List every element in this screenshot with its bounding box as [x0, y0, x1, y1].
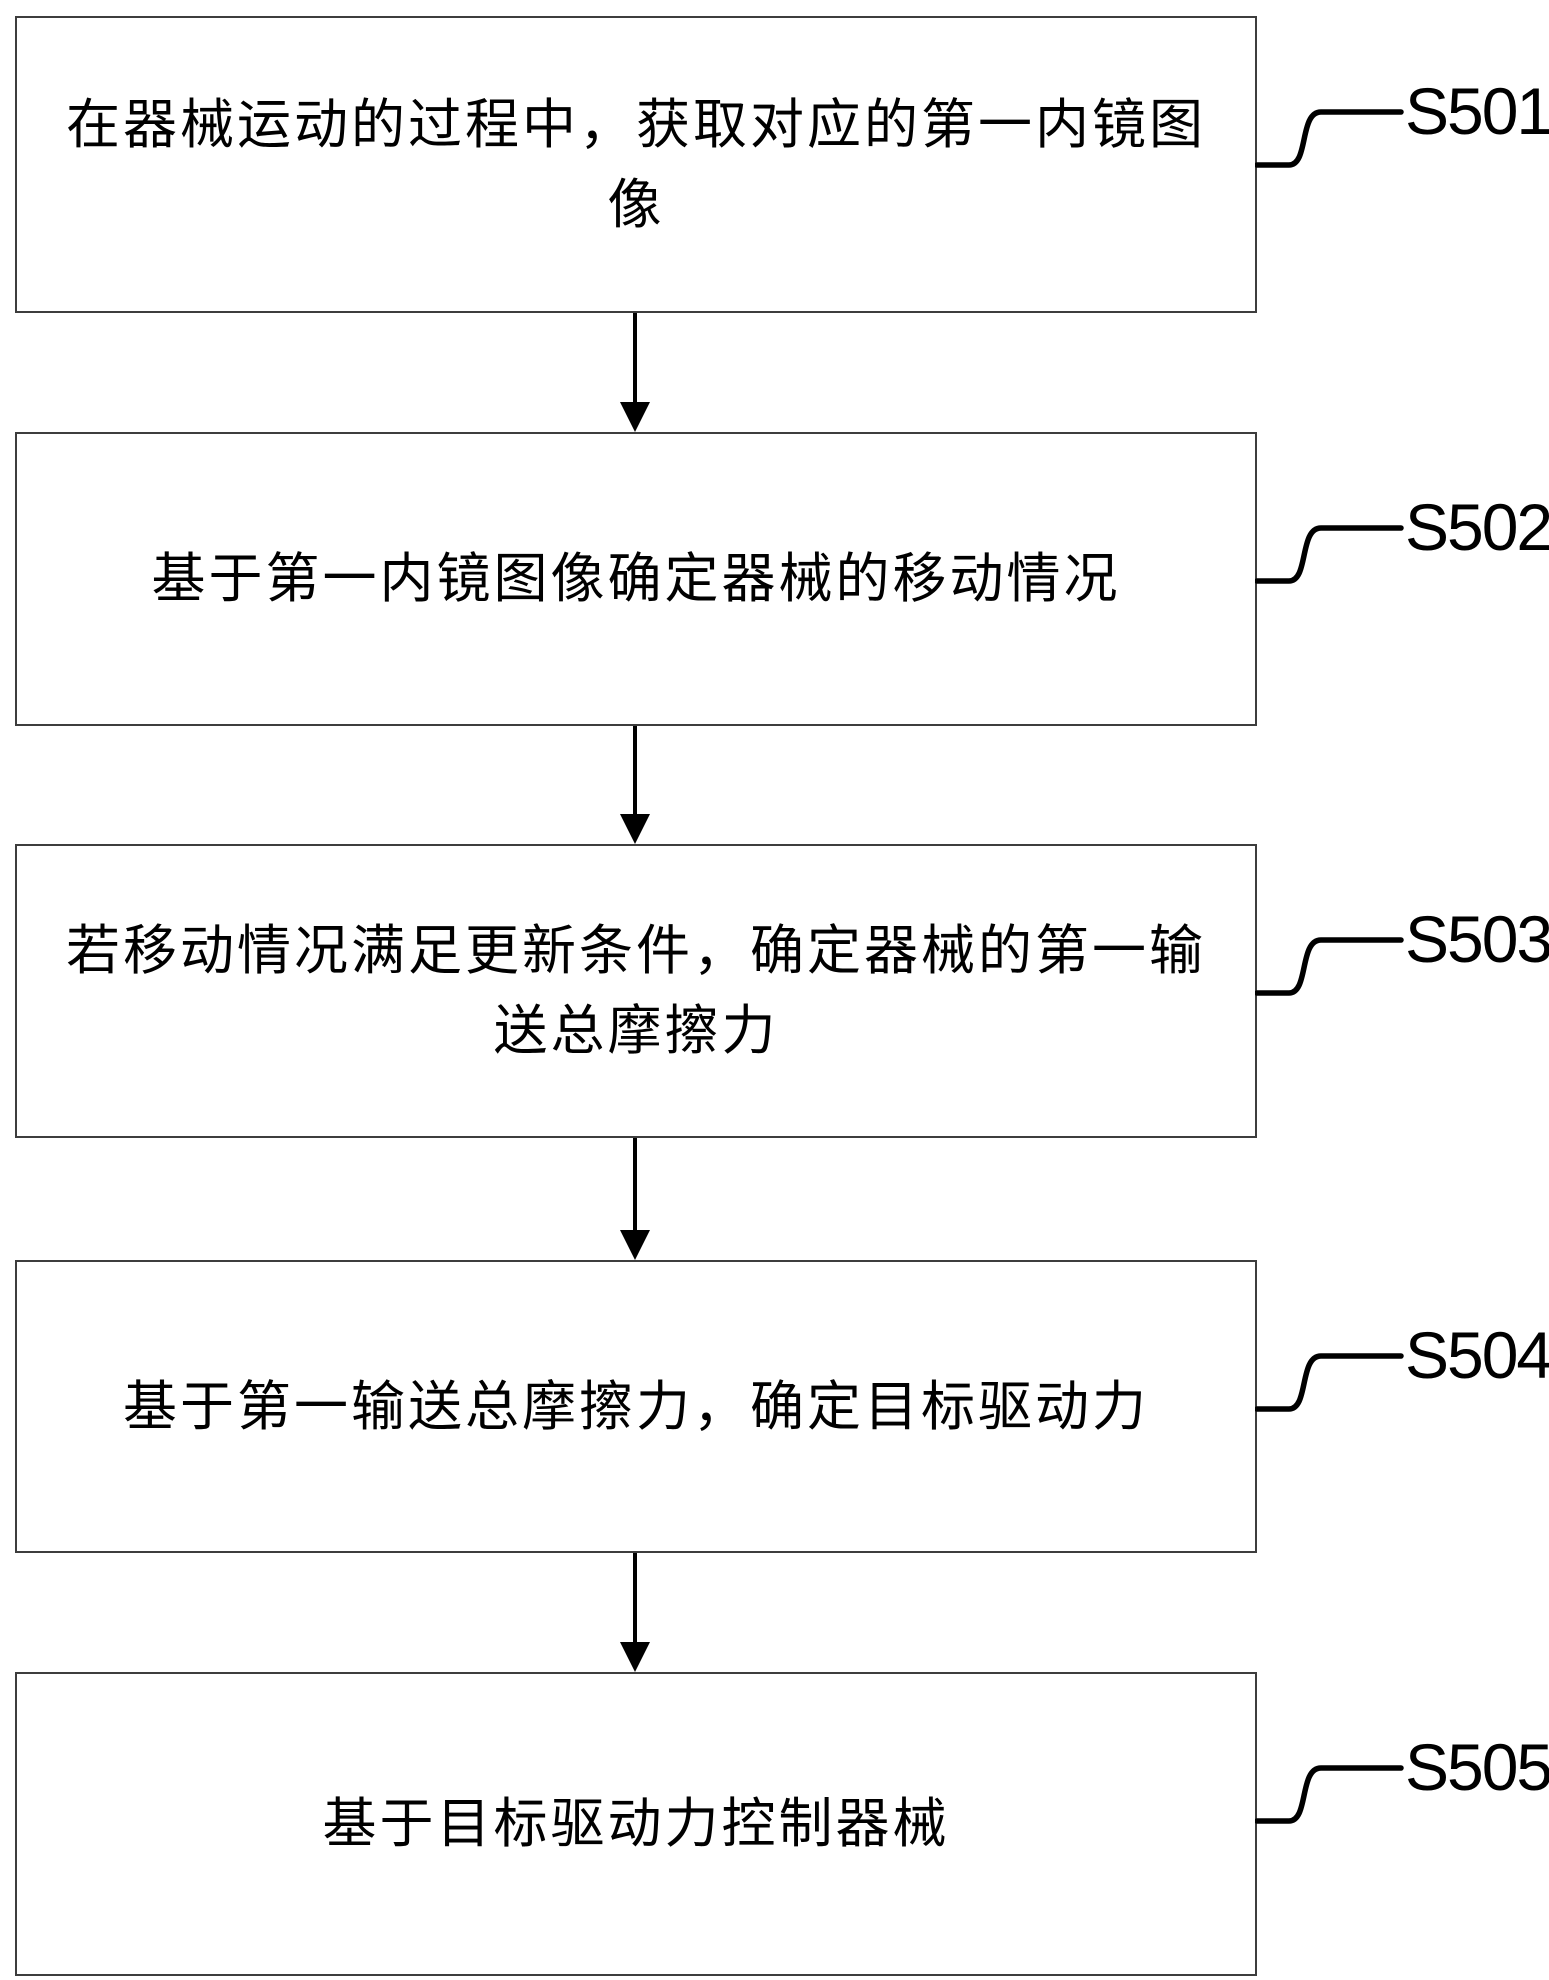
step-text-line: 送总摩擦力: [493, 1001, 779, 1061]
leader-line-s502: [1255, 525, 1404, 584]
step-text-s501: 在器械运动的过程中，获取对应的第一内镜图 像: [17, 85, 1255, 245]
flow-step-box-s503: 若移动情况满足更新条件，确定器械的第一输 送总摩擦力: [15, 844, 1257, 1138]
flow-arrow-3: [615, 1138, 655, 1260]
step-label-s504: S504: [1405, 1318, 1549, 1392]
step-label-s503: S503: [1405, 902, 1549, 976]
leader-line-s501: [1255, 109, 1404, 168]
step-text-s505: 基于目标驱动力控制器械: [17, 1784, 1255, 1864]
step-label-s502: S502: [1405, 490, 1549, 564]
arrow-shaft: [633, 1553, 637, 1646]
arrow-shaft: [633, 726, 637, 818]
step-text-line: 像: [607, 174, 665, 235]
step-text-line: 基于第一输送总摩擦力，确定目标驱动力: [123, 1376, 1149, 1437]
leader-line-s503: [1255, 937, 1404, 996]
arrow-head-icon: [620, 814, 650, 844]
flow-step-box-s505: 基于目标驱动力控制器械: [15, 1672, 1257, 1976]
arrow-head-icon: [620, 402, 650, 432]
flow-step-box-s504: 基于第一输送总摩擦力，确定目标驱动力: [15, 1260, 1257, 1553]
leader-line-s504: [1255, 1353, 1404, 1412]
step-text-s504: 基于第一输送总摩擦力，确定目标驱动力: [17, 1367, 1255, 1447]
step-text-line: 基于目标驱动力控制器械: [322, 1794, 950, 1854]
step-text-s502: 基于第一内镜图像确定器械的移动情况: [17, 539, 1255, 619]
flow-arrow-4: [615, 1553, 655, 1672]
step-text-line: 若移动情况满足更新条件，确定器械的第一输: [66, 921, 1206, 981]
leader-line-s505: [1255, 1765, 1404, 1824]
flow-step-box-s501: 在器械运动的过程中，获取对应的第一内镜图 像: [15, 16, 1257, 313]
arrow-head-icon: [620, 1642, 650, 1672]
step-label-s505: S505: [1405, 1730, 1549, 1804]
step-text-line: 在器械运动的过程中，获取对应的第一内镜图: [66, 94, 1206, 155]
step-text-s503: 若移动情况满足更新条件，确定器械的第一输 送总摩擦力: [17, 911, 1255, 1071]
step-text-line: 基于第一内镜图像确定器械的移动情况: [151, 549, 1121, 609]
flow-arrow-2: [615, 726, 655, 844]
flow-arrow-1: [615, 313, 655, 432]
flow-step-box-s502: 基于第一内镜图像确定器械的移动情况: [15, 432, 1257, 726]
step-label-s501: S501: [1405, 74, 1549, 148]
arrow-shaft: [633, 1138, 637, 1234]
arrow-shaft: [633, 313, 637, 406]
arrow-head-icon: [620, 1230, 650, 1260]
